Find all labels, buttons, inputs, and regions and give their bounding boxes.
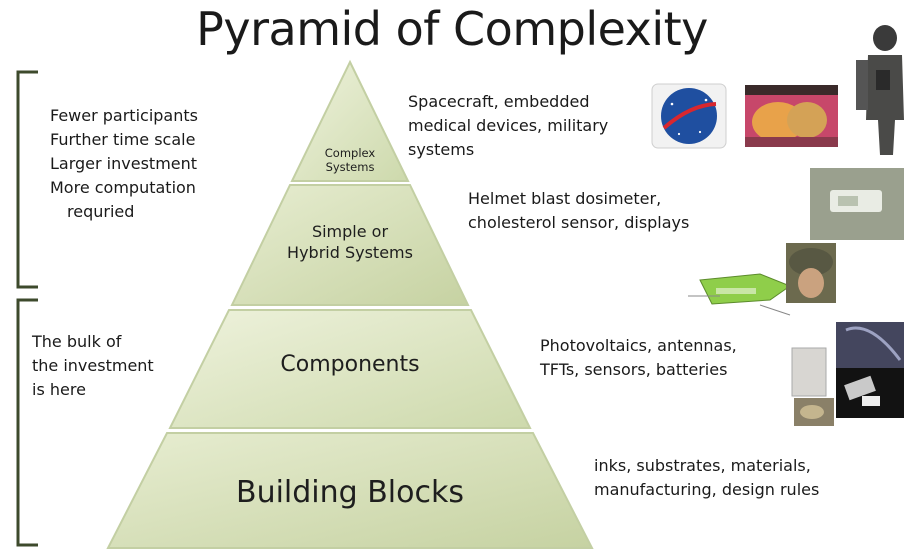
note-line: More computation	[50, 178, 196, 197]
example-line: Spacecraft, embedded	[408, 92, 590, 111]
examples-complex-systems: Spacecraft, embedded medical devices, mi…	[408, 90, 608, 162]
helmet-face-photo	[786, 243, 836, 303]
note-line: requried	[67, 202, 135, 221]
example-line: Photovoltaics, antennas,	[540, 336, 737, 355]
example-line: Helmet blast dosimeter,	[468, 189, 662, 208]
example-line: medical devices, military	[408, 116, 609, 135]
note-line: Further time scale	[50, 130, 196, 149]
components-photos	[791, 322, 904, 426]
example-line: systems	[408, 140, 475, 159]
tier-label-line: Simple or	[311, 222, 389, 241]
tier-label-components: Components	[280, 352, 420, 377]
tier-label-simple-hybrid: Simple or Hybrid Systems	[255, 221, 445, 263]
tier-simple-hybrid	[230, 184, 470, 306]
upper-bracket	[16, 70, 38, 289]
example-line: inks, substrates, materials,	[594, 456, 811, 475]
nasa-logo-icon	[651, 83, 727, 149]
examples-components: Photovoltaics, antennas, TFTs, sensors, …	[540, 334, 737, 382]
note-line: The bulk of	[32, 332, 122, 351]
cholesterol-sensor-diagram	[682, 258, 792, 316]
note-line: Fewer participants	[50, 106, 198, 125]
tier-label-line: Systems	[325, 160, 375, 174]
tier-components	[168, 309, 532, 429]
tier-building-blocks	[106, 432, 594, 549]
examples-building-blocks: inks, substrates, materials, manufacturi…	[594, 454, 819, 502]
tier-label-complex-systems: Complex Systems	[305, 146, 395, 174]
tier-complex-systems	[290, 59, 410, 182]
tier-label-line: Complex	[324, 146, 376, 160]
medical-device-photo	[745, 85, 838, 147]
note-line: is here	[32, 380, 86, 399]
example-line: cholesterol sensor, displays	[468, 213, 690, 232]
example-line: manufacturing, design rules	[594, 480, 820, 499]
lower-bracket	[16, 298, 38, 547]
page-title: Pyramid of Complexity	[196, 2, 708, 56]
example-line: TFTs, sensors, batteries	[540, 360, 728, 379]
upper-bracket-notes: Fewer participants Further time scale La…	[50, 104, 198, 224]
tier-label-building-blocks: Building Blocks	[235, 475, 464, 510]
lower-bracket-notes: The bulk of the investment is here	[32, 330, 154, 402]
tier-label-line: Hybrid Systems	[287, 243, 413, 262]
note-line: the investment	[32, 356, 154, 375]
helmet-dosimeter-photo	[810, 168, 904, 240]
soldier-photo	[856, 25, 904, 155]
note-line: Larger investment	[50, 154, 198, 173]
examples-simple-hybrid: Helmet blast dosimeter, cholesterol sens…	[468, 187, 689, 235]
